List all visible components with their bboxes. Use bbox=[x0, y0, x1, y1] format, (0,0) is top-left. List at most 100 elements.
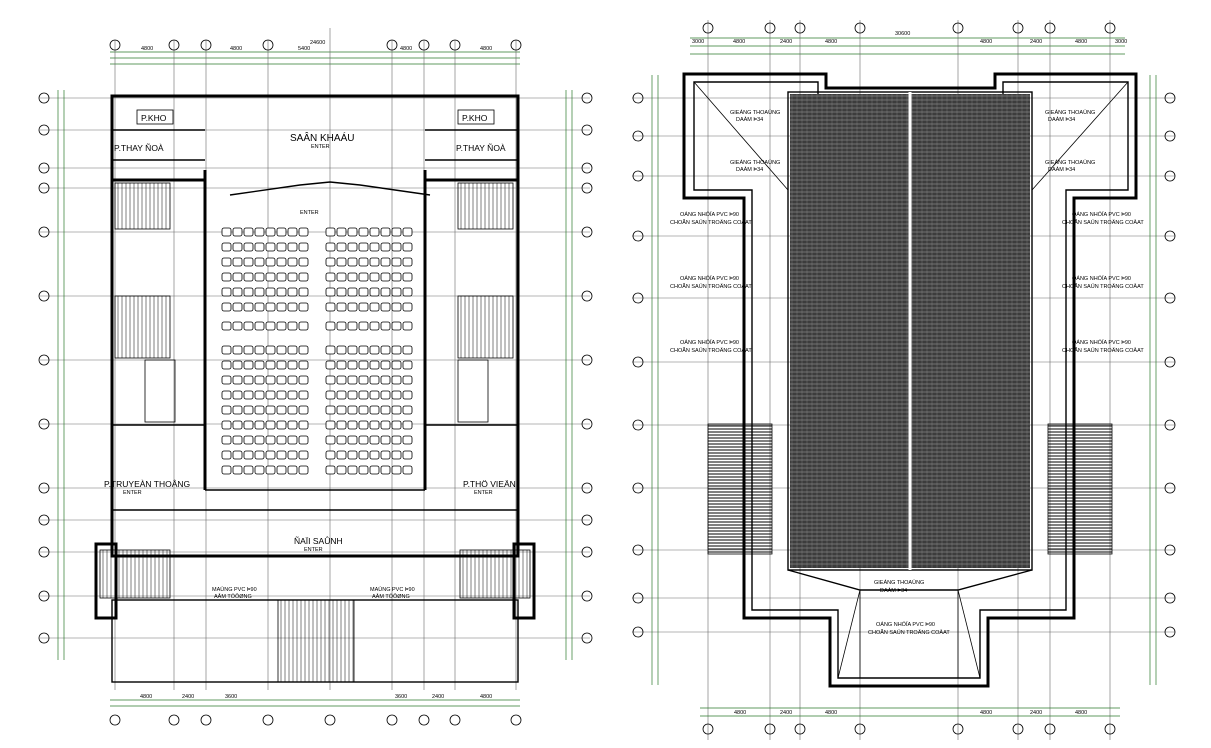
left-horizontal-grid bbox=[38, 90, 593, 660]
seat bbox=[369, 360, 380, 370]
seat bbox=[243, 227, 254, 237]
seat bbox=[287, 405, 298, 415]
seat bbox=[265, 360, 276, 370]
r-top-dim-4: 4800 bbox=[825, 39, 837, 45]
note-ong-3l: OÁNG NHÖÏA PVC Þ90 bbox=[680, 339, 739, 346]
seat bbox=[369, 465, 380, 475]
seat bbox=[298, 390, 309, 400]
seat bbox=[380, 242, 391, 252]
seat bbox=[265, 345, 276, 355]
seat bbox=[232, 465, 243, 475]
seat bbox=[347, 242, 358, 252]
seat bbox=[336, 435, 347, 445]
seat bbox=[402, 420, 413, 430]
seat bbox=[265, 390, 276, 400]
seat bbox=[254, 420, 265, 430]
seat bbox=[402, 375, 413, 385]
seat bbox=[369, 390, 380, 400]
seat bbox=[347, 227, 358, 237]
seat bbox=[336, 405, 347, 415]
note-gieng-phai-2: GIEÁNG THOAÙNG bbox=[1045, 159, 1095, 166]
seat bbox=[287, 450, 298, 460]
bottom-dim-6: 4800 bbox=[480, 694, 492, 700]
enter-truyen-thong: ENTER bbox=[123, 490, 142, 496]
seat bbox=[276, 405, 287, 415]
seat bbox=[391, 287, 402, 297]
seat bbox=[276, 360, 287, 370]
seat bbox=[265, 227, 276, 237]
seat bbox=[254, 302, 265, 312]
seat bbox=[276, 321, 287, 331]
seat bbox=[325, 405, 336, 415]
seat bbox=[232, 435, 243, 445]
note-gieng-duoi: GIEÁNG THOAÙNG bbox=[874, 579, 924, 586]
seat bbox=[391, 227, 402, 237]
seat bbox=[358, 345, 369, 355]
seat bbox=[243, 465, 254, 475]
seat bbox=[336, 302, 347, 312]
seat bbox=[243, 302, 254, 312]
seat bbox=[358, 360, 369, 370]
seat bbox=[336, 465, 347, 475]
seat bbox=[298, 242, 309, 252]
seat bbox=[391, 272, 402, 282]
seat bbox=[265, 405, 276, 415]
side-vent-hatch bbox=[708, 425, 1112, 553]
note-chan-1l: CHOÃN SAÜN TROÄNG COÂAT bbox=[670, 219, 752, 226]
seat bbox=[265, 287, 276, 297]
seat bbox=[287, 435, 298, 445]
seat bbox=[276, 257, 287, 267]
seat bbox=[243, 375, 254, 385]
seat bbox=[254, 435, 265, 445]
seat bbox=[298, 405, 309, 415]
seat bbox=[358, 420, 369, 430]
right-bottom-dimensions: 4800 2400 4800 4800 2400 4800 bbox=[700, 707, 1120, 717]
seat bbox=[380, 345, 391, 355]
left-grid-bubbles-top bbox=[109, 39, 522, 726]
seat bbox=[243, 360, 254, 370]
left-walls bbox=[94, 94, 536, 683]
seat bbox=[380, 390, 391, 400]
seat bbox=[347, 450, 358, 460]
seat bbox=[265, 272, 276, 282]
room-thu-vien: P.THÖ VIEÄN bbox=[463, 479, 516, 489]
seat bbox=[232, 272, 243, 282]
seat bbox=[243, 450, 254, 460]
seat bbox=[402, 227, 413, 237]
seat bbox=[232, 375, 243, 385]
seat bbox=[369, 375, 380, 385]
seat bbox=[254, 345, 265, 355]
seat bbox=[298, 302, 309, 312]
seat bbox=[243, 287, 254, 297]
seat bbox=[347, 465, 358, 475]
seat bbox=[347, 287, 358, 297]
seat bbox=[276, 450, 287, 460]
seat bbox=[325, 390, 336, 400]
seat bbox=[347, 375, 358, 385]
seat bbox=[380, 287, 391, 297]
seat bbox=[221, 287, 232, 297]
seat bbox=[265, 420, 276, 430]
seat bbox=[391, 360, 402, 370]
seat bbox=[380, 420, 391, 430]
seat bbox=[402, 345, 413, 355]
seat bbox=[298, 227, 309, 237]
seat bbox=[380, 272, 391, 282]
note-chan-3r: CHOÃN SAÜN TROÄNG COÂAT bbox=[1062, 347, 1144, 354]
seat bbox=[298, 272, 309, 282]
enter-stage: ENTER bbox=[311, 144, 330, 150]
seat bbox=[265, 450, 276, 460]
seat bbox=[369, 345, 380, 355]
seat bbox=[347, 360, 358, 370]
seat bbox=[232, 302, 243, 312]
seat bbox=[380, 302, 391, 312]
seat bbox=[298, 287, 309, 297]
seat bbox=[402, 272, 413, 282]
note-ong-2r: OÁNG NHÖÏA PVC Þ90 bbox=[1072, 275, 1131, 282]
seat bbox=[221, 375, 232, 385]
room-thay-do-left: P.THAY ÑOÀ bbox=[114, 143, 164, 153]
seat bbox=[325, 360, 336, 370]
note-am-tuong-right: AÂM TÖÔØNG bbox=[372, 593, 410, 600]
r-bottom-dim-5: 2400 bbox=[1030, 710, 1042, 716]
